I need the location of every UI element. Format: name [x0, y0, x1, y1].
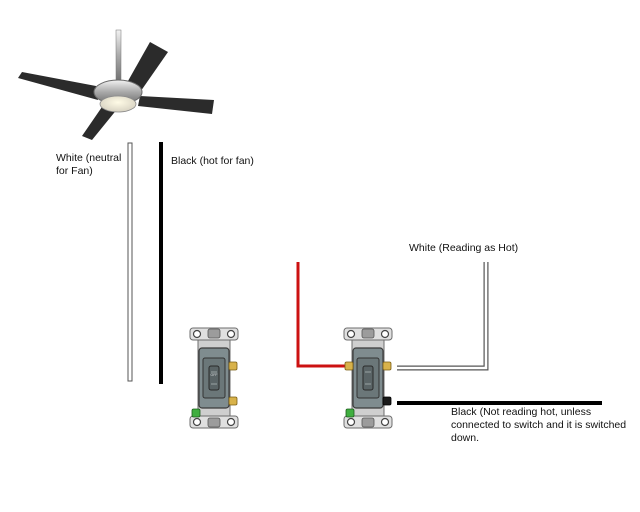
fan-blade-left [18, 72, 98, 100]
white-reading-hot-wire [397, 262, 488, 370]
black-hot-wire [159, 142, 163, 384]
brass-terminal-icon [382, 361, 392, 371]
brass-terminal-icon [228, 396, 238, 406]
brass-terminal-icon [344, 361, 354, 371]
switch-2 [343, 327, 393, 429]
white-neutral-label: White (neutral for Fan) [56, 152, 122, 177]
switch-1: OFF [189, 327, 239, 429]
ground-terminal-icon [345, 408, 355, 418]
white-reading-hot-label: White (Reading as Hot) [409, 242, 519, 254]
red-wire [296, 262, 348, 368]
white-neutral-wire [127, 142, 133, 382]
black-not-hot-wire [397, 401, 602, 405]
fan-light-glass [99, 95, 137, 113]
ceiling-fan-icon [18, 29, 214, 140]
black-not-reading-hot-label: Black (Not reading hot, unless connected… [451, 406, 627, 444]
fan-blade-right [138, 96, 214, 114]
black-hot-label: Black (hot for fan) [171, 155, 254, 167]
fan-blade-bottom [82, 104, 118, 140]
brass-terminal-icon [228, 361, 238, 371]
ground-terminal-icon [191, 408, 201, 418]
black-terminal-icon [382, 396, 392, 406]
switch-off-text: OFF [211, 373, 218, 377]
fan-downrod [115, 29, 122, 83]
white-reading-hot-wire-outline [397, 262, 489, 371]
